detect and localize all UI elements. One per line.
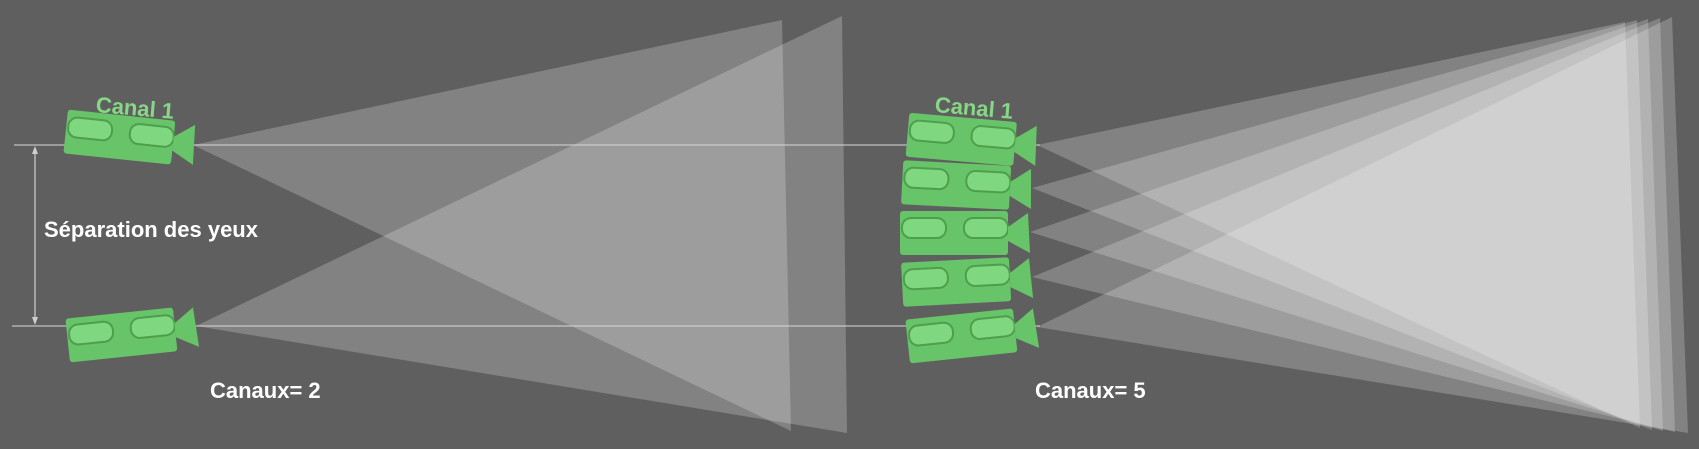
film-reel bbox=[908, 321, 955, 347]
camera-lens bbox=[172, 124, 196, 165]
view-frustum bbox=[193, 20, 791, 431]
film-reel bbox=[68, 320, 115, 346]
view-frustum bbox=[196, 16, 847, 433]
camera-lens bbox=[1009, 168, 1032, 209]
view-frustum bbox=[1037, 17, 1688, 433]
film-reel bbox=[128, 123, 175, 148]
camera-lens bbox=[174, 307, 200, 347]
film-reel bbox=[129, 314, 176, 339]
arrow-head-up bbox=[32, 146, 38, 154]
camera-icon bbox=[901, 257, 1034, 307]
film-reel bbox=[67, 116, 114, 142]
camera-icon bbox=[905, 308, 1040, 364]
view-frustum bbox=[1032, 18, 1675, 432]
film-reel bbox=[908, 119, 955, 144]
camera-icon bbox=[900, 211, 1030, 255]
film-reel bbox=[963, 217, 1009, 239]
camera-lens bbox=[1014, 308, 1040, 348]
film-reel bbox=[965, 170, 1012, 194]
film-reel bbox=[969, 315, 1016, 340]
eye-separation-label: Séparation des yeux bbox=[44, 217, 258, 242]
camera-lens bbox=[1009, 258, 1034, 298]
camera-icon bbox=[63, 109, 196, 165]
camera-icon bbox=[65, 307, 200, 363]
channels-2-label: Canaux= 2 bbox=[210, 378, 321, 403]
camera-icon bbox=[905, 113, 1037, 166]
view-frustum bbox=[1037, 22, 1640, 428]
view-frustum bbox=[1030, 19, 1663, 431]
camera-lens bbox=[1008, 213, 1030, 253]
arrow-head-down bbox=[32, 317, 38, 325]
camera-icon bbox=[901, 160, 1032, 210]
camera-lens bbox=[1014, 125, 1037, 166]
film-reel bbox=[964, 263, 1011, 287]
film-reel bbox=[903, 166, 950, 191]
channels-5-label: Canaux= 5 bbox=[1035, 378, 1146, 403]
film-reel bbox=[970, 125, 1017, 150]
film-reel bbox=[901, 217, 947, 239]
film-reel bbox=[902, 266, 949, 291]
view-frustum bbox=[1032, 20, 1652, 430]
